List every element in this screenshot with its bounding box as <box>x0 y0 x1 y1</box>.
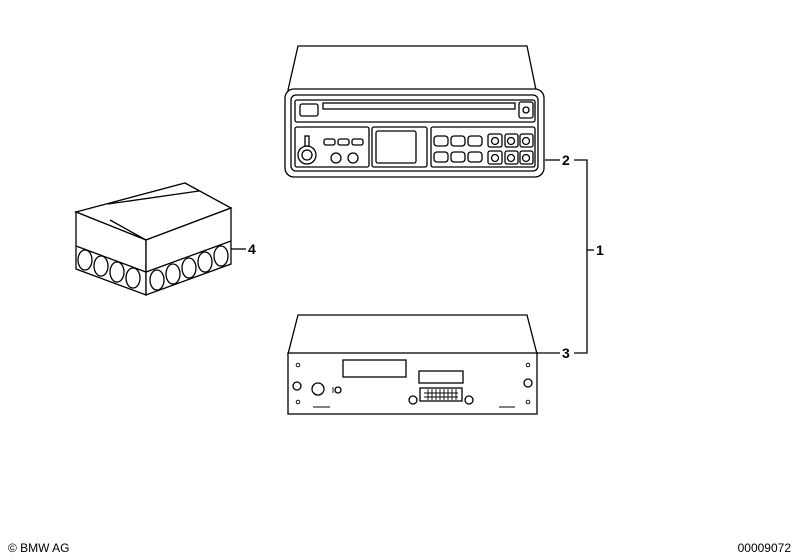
amplifier-unit <box>287 314 538 415</box>
callout-1: 1 <box>596 242 604 258</box>
callout-3: 3 <box>562 345 570 361</box>
parts-box <box>73 182 233 296</box>
callout-4: 4 <box>248 241 256 257</box>
leader-lines <box>231 159 594 354</box>
copyright-notice: © BMW AG <box>8 541 70 555</box>
callout-2: 2 <box>562 152 570 168</box>
drawing-number: 00009072 <box>737 541 791 555</box>
radio-head-unit <box>284 45 545 178</box>
